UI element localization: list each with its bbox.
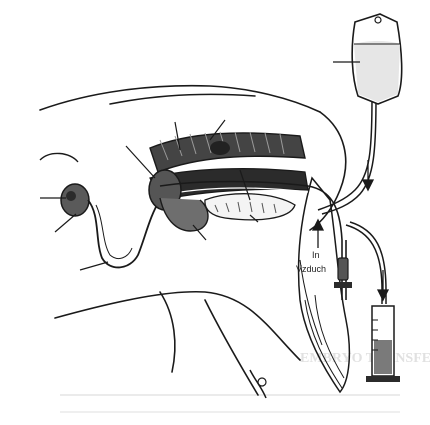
uterine-horn-inner (96, 205, 132, 259)
label-flow-in: In (312, 250, 320, 260)
hock-mark (258, 378, 266, 386)
flush-medium-bag (333, 14, 402, 104)
collection-cylinder (366, 306, 400, 382)
catheter-clamp (334, 258, 352, 288)
tail-hair (300, 260, 344, 388)
label-flow-out: Vzduch (296, 264, 326, 274)
ovary-left (40, 153, 89, 216)
flow-arrows (313, 160, 388, 300)
bladder (205, 194, 295, 220)
rectum (150, 132, 305, 172)
